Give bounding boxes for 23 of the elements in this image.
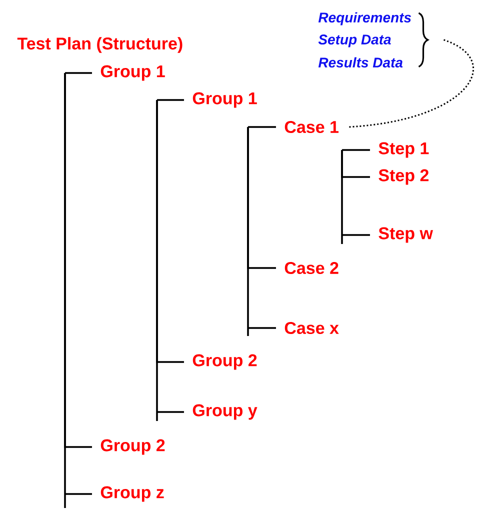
note-list: Requirements Setup Data Results Data: [318, 12, 412, 68]
tree-connector: [247, 126, 277, 337]
tree-label: Group 2: [100, 439, 165, 455]
tree-connector: [248, 126, 276, 128]
tree-label: Case 1: [284, 120, 339, 134]
tree-label: Step 1: [378, 142, 429, 158]
tree-connector: [157, 99, 184, 101]
tree-label: Group 1: [100, 65, 165, 81]
tree-label: Case 2: [284, 262, 338, 274]
tree-label: Case x: [284, 322, 339, 334]
tree-label: Step 2: [378, 169, 428, 185]
tree-label: Step w: [378, 227, 433, 243]
tree-connector: [341, 149, 371, 245]
tree-connector: [64, 72, 93, 509]
tree-label: Group y: [192, 404, 258, 420]
tree-label: Group 1: [192, 92, 257, 108]
tree-connector: [156, 99, 185, 422]
tree-label: Group z: [100, 486, 164, 502]
tree-connector: [342, 149, 370, 151]
tree-label: Group 2: [192, 354, 257, 370]
dotted-connector: [349, 39, 474, 128]
tree-label: Test Plan (Structure): [17, 37, 182, 53]
tree-connector: [65, 72, 92, 74]
